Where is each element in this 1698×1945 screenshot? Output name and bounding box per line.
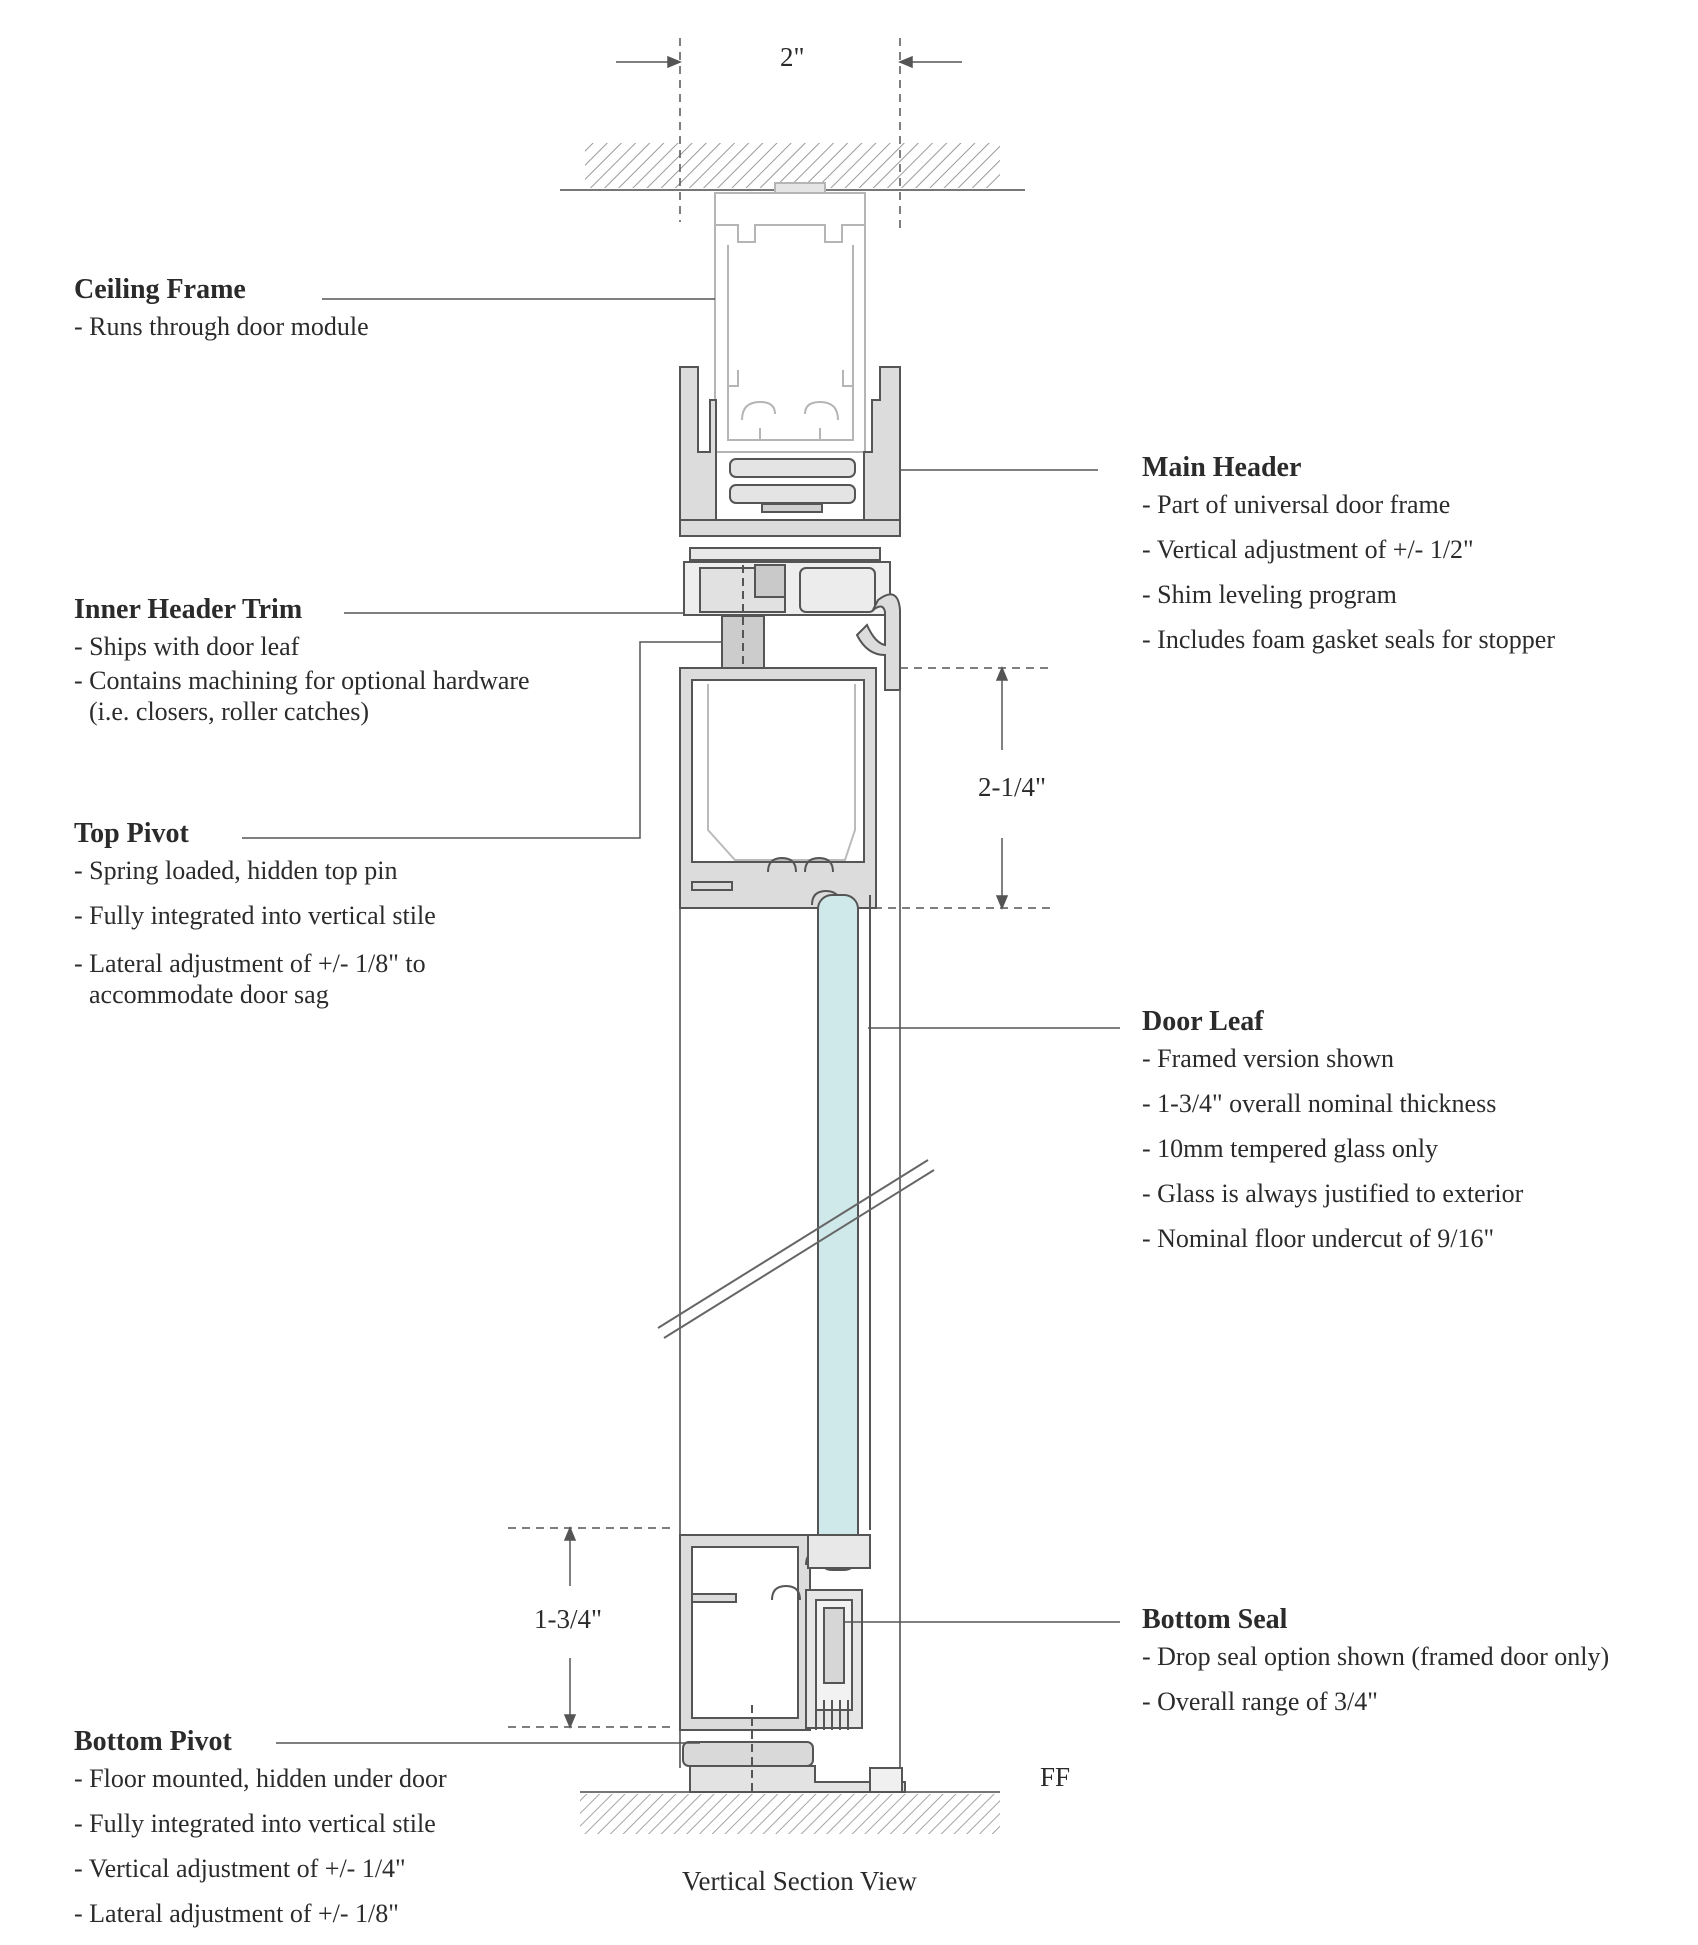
main-header-profile — [679, 366, 901, 561]
callout-title: Main Header — [1142, 452, 1302, 483]
dimension-stile-height: 2-1/4" — [978, 772, 1047, 802]
callout-item: - Framed version shown — [1142, 1044, 1395, 1073]
callout-item: - Fully integrated into vertical stile — [74, 1809, 436, 1838]
floor-hatch — [580, 1791, 1000, 1834]
callout-item: - Overall range of 3/4" — [1142, 1687, 1378, 1716]
finished-floor-label: FF — [1040, 1762, 1071, 1792]
callout-title: Door Leaf — [1142, 1006, 1264, 1037]
dimension-bottom-rail: 1-3/4" — [534, 1604, 603, 1634]
callout-item: - Vertical adjustment of +/- 1/2" — [1142, 535, 1474, 564]
bottom-seal — [805, 1589, 863, 1730]
glass-pane — [817, 894, 871, 1571]
bottom-rail-dimension — [508, 1526, 676, 1729]
callout-title: Bottom Seal — [1142, 1604, 1288, 1635]
callout-item: - Includes foam gasket seals for stopper — [1142, 625, 1555, 654]
callout-item: - Nominal floor undercut of 9/16" — [1142, 1224, 1495, 1253]
ceiling-frame-profile — [714, 182, 866, 453]
drawing-caption: Vertical Section View — [682, 1866, 917, 1896]
callout-main-header: Main Header - Part of universal door fra… — [1142, 454, 1555, 653]
callout-item: - Runs through door module — [74, 312, 369, 341]
bottom-stile-profile — [679, 1534, 871, 1731]
callout-ceiling-frame: Ceiling Frame - Runs through door module — [74, 276, 369, 340]
callout-item: - Spring loaded, hidden top pin — [74, 856, 398, 885]
callout-item: - Vertical adjustment of +/- 1/4" — [74, 1854, 406, 1883]
callout-door-leaf: Door Leaf - Framed version shown - 1-3/4… — [1142, 1008, 1523, 1252]
callout-inner-header-trim: Inner Header Trim - Ships with door leaf… — [74, 596, 530, 727]
bottom-pivot — [682, 1705, 906, 1793]
callout-item: - Fully integrated into vertical stile — [74, 901, 436, 930]
stile-height-dimension — [860, 666, 1055, 910]
callout-title: Ceiling Frame — [74, 274, 246, 305]
callout-item: - Ships with door leaf — [74, 632, 300, 661]
callout-item: - Floor mounted, hidden under door — [74, 1764, 447, 1793]
callout-item: - Contains machining for optional hardwa… — [74, 666, 530, 727]
callout-bottom-pivot: Bottom Pivot - Floor mounted, hidden und… — [74, 1728, 447, 1927]
callout-item: - 10mm tempered glass only — [1142, 1134, 1439, 1163]
callout-item: - Shim leveling program — [1142, 580, 1397, 609]
callout-title: Inner Header Trim — [74, 594, 303, 625]
top-width-dimension — [616, 38, 962, 228]
leader-top-pivot — [242, 641, 722, 839]
callout-title: Bottom Pivot — [74, 1726, 232, 1757]
dimension-top-width: 2" — [780, 42, 805, 72]
leader-lines — [242, 298, 1120, 1744]
callout-item: - Drop seal option shown (framed door on… — [1142, 1642, 1610, 1671]
ceiling-hatch — [560, 143, 1025, 191]
callout-item: - Lateral adjustment of +/- 1/8" to acco… — [74, 949, 426, 1010]
top-stile-profile — [679, 667, 877, 909]
callout-item: - Glass is always justified to exterior — [1142, 1179, 1524, 1208]
callout-top-pivot: Top Pivot - Spring loaded, hidden top pi… — [74, 820, 436, 1010]
callout-item: - 1-3/4" overall nominal thickness — [1142, 1089, 1497, 1118]
inner-header-trim — [683, 561, 901, 691]
callout-bottom-seal: Bottom Seal - Drop seal option shown (fr… — [1142, 1606, 1609, 1715]
callout-item: - Part of universal door frame — [1142, 490, 1451, 519]
break-line — [657, 1159, 935, 1339]
callout-title: Top Pivot — [74, 818, 189, 849]
callout-item: - Lateral adjustment of +/- 1/8" — [74, 1899, 399, 1928]
